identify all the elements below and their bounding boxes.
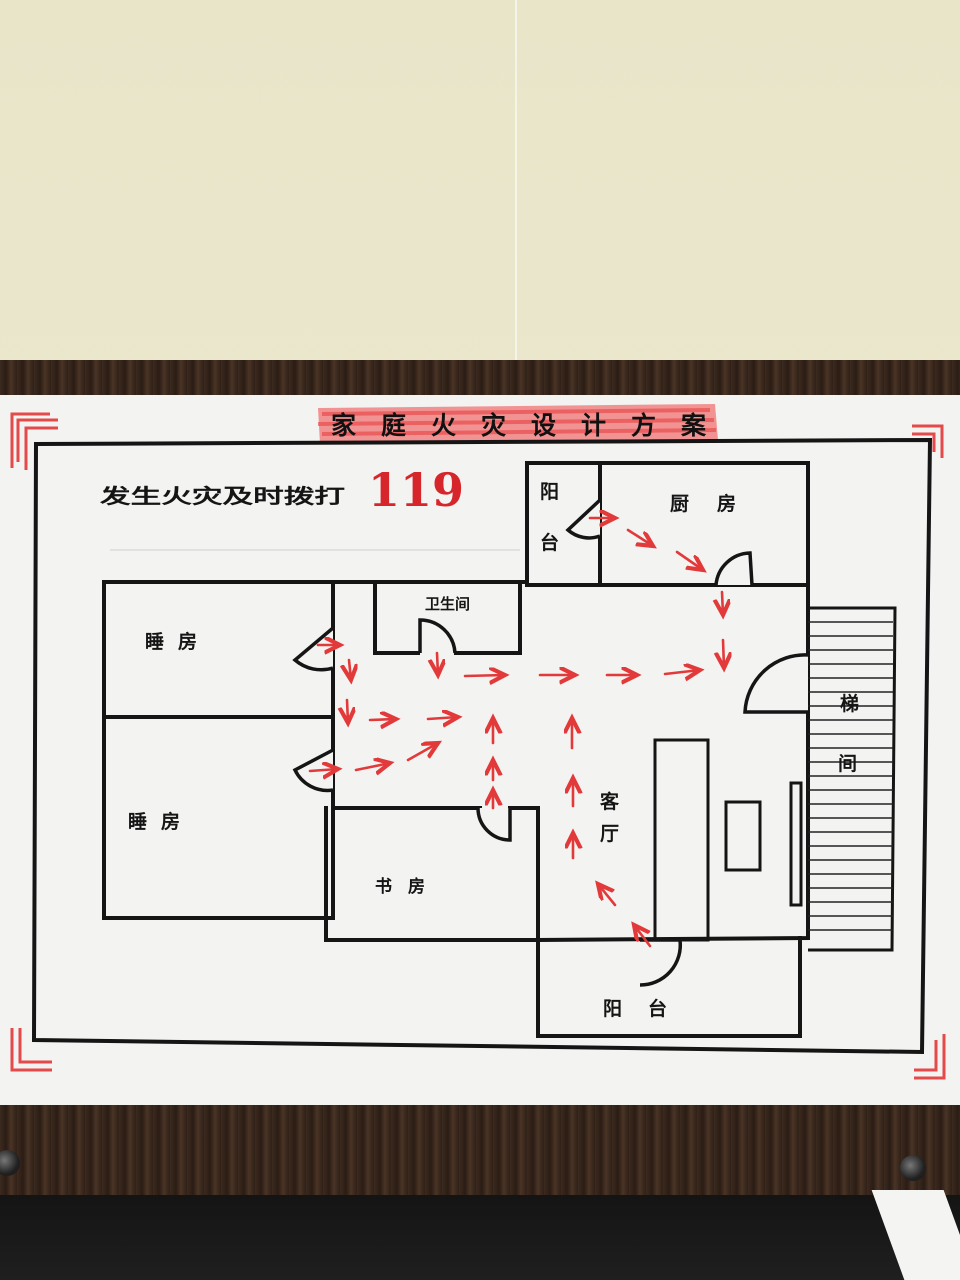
route-arrow xyxy=(722,590,723,615)
route-arrow xyxy=(349,658,351,680)
title-char: 设 xyxy=(531,411,556,440)
route-arrow xyxy=(354,763,390,770)
route-arrow xyxy=(723,638,724,668)
title-char: 案 xyxy=(680,411,707,440)
emergency-number: 119 xyxy=(368,463,464,517)
route-arrow xyxy=(675,550,703,570)
outer-frame xyxy=(31,437,933,1055)
title-highlight xyxy=(317,404,718,444)
title-char: 家 xyxy=(331,411,356,440)
screw-icon xyxy=(0,1150,20,1176)
route-arrow xyxy=(406,743,438,762)
title: 家 庭 火 灾 设 计 方 案 xyxy=(331,411,707,440)
table-surface xyxy=(0,1195,960,1280)
title-char: 庭 xyxy=(381,411,406,440)
label-bedroom-2: 睡房 xyxy=(128,810,194,833)
label-bathroom: 卫生间 xyxy=(425,595,470,613)
title-char: 灾 xyxy=(481,411,506,440)
label-balcony-top: 阳 xyxy=(540,481,559,503)
room-walls xyxy=(102,461,897,1038)
note-text: 发生火灾及时拨打 xyxy=(98,484,345,508)
title-char: 火 xyxy=(431,411,456,440)
screw-icon xyxy=(900,1155,926,1181)
label-study: 书房 xyxy=(375,876,441,897)
door-bedroom-1 xyxy=(292,626,335,672)
route-arrow xyxy=(437,651,438,675)
label-bedroom-1: 睡房 xyxy=(145,630,211,653)
label-stairs: 间 xyxy=(838,753,857,775)
label-living-room: 客 xyxy=(600,790,620,813)
label-balcony-top: 台 xyxy=(540,531,559,554)
label-balcony-bottom: 阳台 xyxy=(603,997,693,1020)
wall-seam xyxy=(515,0,517,360)
route-arrow xyxy=(308,769,338,771)
route-arrow xyxy=(626,528,653,546)
label-stairs: 梯 xyxy=(840,692,859,715)
route-arrow xyxy=(463,675,505,676)
escape-routes xyxy=(308,518,724,948)
title-char: 方 xyxy=(631,411,656,440)
route-arrow xyxy=(368,719,396,720)
route-arrow xyxy=(426,717,458,719)
route-arrow xyxy=(634,925,652,948)
corner-marks xyxy=(10,412,946,1080)
door-stairs xyxy=(743,653,809,714)
label-living-room: 厅 xyxy=(600,823,619,845)
label-kitchen: 厨房 xyxy=(670,492,764,515)
door-bathroom xyxy=(418,618,457,654)
door-study xyxy=(476,807,512,842)
route-arrow xyxy=(347,698,348,723)
door-kitchen xyxy=(714,551,754,586)
door-balcony-bottom xyxy=(639,938,683,987)
route-arrow xyxy=(663,670,700,674)
emergency-note: 发生火灾及时拨打 119 xyxy=(98,463,464,517)
doors xyxy=(292,498,809,987)
door-balcony-top xyxy=(565,498,602,540)
room-labels: 阳 台 厨房 卫生间 睡房 睡房 梯 间 客 厅 书房 阳台 xyxy=(128,481,859,1020)
stair-hatching xyxy=(808,621,893,931)
route-arrow xyxy=(598,884,617,907)
title-char: 计 xyxy=(581,411,606,440)
